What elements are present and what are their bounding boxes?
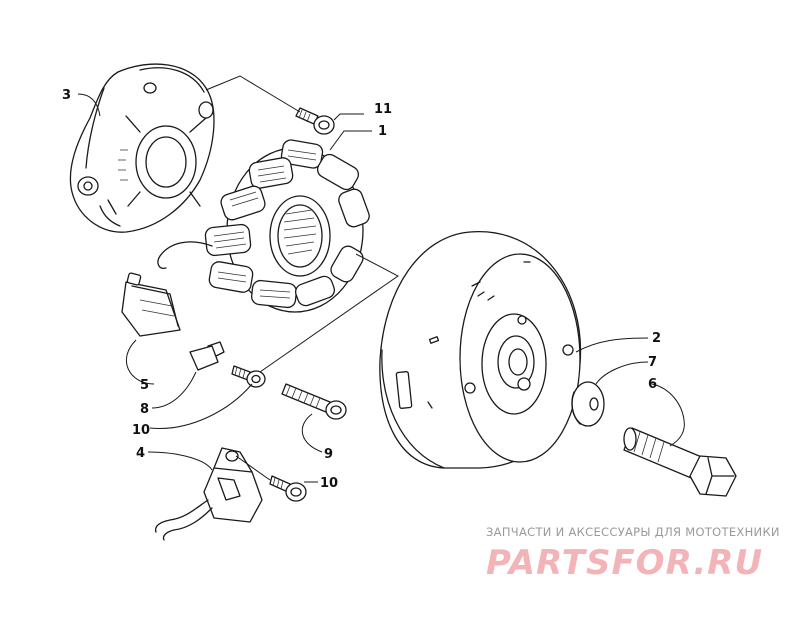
pulser-pad-part bbox=[121, 272, 181, 337]
flywheel-part bbox=[379, 231, 582, 469]
callout-10-upper: 10 bbox=[132, 423, 150, 438]
screw-9-part bbox=[281, 383, 347, 420]
callout-3: 3 bbox=[62, 88, 71, 103]
callout-5: 5 bbox=[140, 378, 149, 393]
callout-2: 2 bbox=[652, 331, 661, 346]
stator-part bbox=[157, 139, 370, 313]
callout-9: 9 bbox=[324, 447, 333, 462]
flywheel-bolt-part bbox=[623, 427, 737, 497]
watermark-caption: ЗАПЧАСТИ И АКСЕССУАРЫ ДЛЯ МОТОТЕХНИКИ bbox=[486, 525, 780, 539]
callouts: 3 11 1 2 7 6 5 8 10 9 4 10 bbox=[62, 88, 661, 491]
callout-4: 4 bbox=[136, 446, 145, 461]
callout-8: 8 bbox=[140, 402, 149, 417]
pulser-coil-part bbox=[154, 447, 263, 541]
stator-housing-part bbox=[69, 63, 215, 233]
leader-lines bbox=[77, 75, 685, 483]
callout-6: 6 bbox=[648, 377, 657, 392]
callout-11: 11 bbox=[374, 102, 392, 117]
screw-10a-part bbox=[231, 365, 266, 388]
callout-1: 1 bbox=[378, 124, 387, 139]
callout-10-lower: 10 bbox=[320, 476, 338, 491]
clip-8-part bbox=[189, 341, 225, 371]
callout-7: 7 bbox=[648, 355, 657, 370]
watermark-logo: PARTSFOR.RU bbox=[486, 543, 764, 583]
bolt-11-part bbox=[295, 107, 335, 135]
washer-part bbox=[571, 381, 605, 427]
screw-10b-part bbox=[269, 475, 307, 502]
